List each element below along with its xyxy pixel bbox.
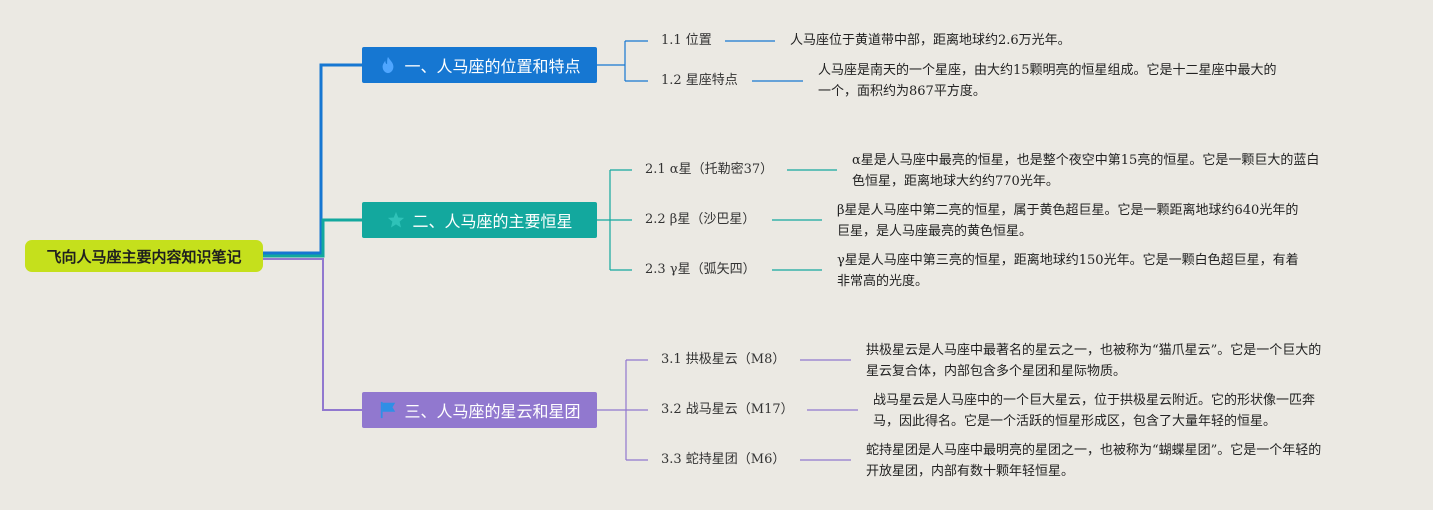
description-line: 蛇持星团是人马座中最明亮的星团之一，也被称为“蝴蝶星团”。它是一个年轻的 [866,443,1322,458]
description-line: 开放星团，内部有数十颗年轻恒星。 [866,464,1075,479]
description-line: 色恒星，距离地球大约约770光年。 [852,174,1059,189]
description-line: 一个，面积约为867平方度。 [818,84,986,99]
description-3-1[interactable]: 拱极星云是人马座中最著名的星云之一，也被称为“猫爪星云”。它是一个巨大的 星云复… [866,340,1426,382]
description-line: 人马座是南天的一个星座，由大约15颗明亮的恒星组成。它是十二星座中最大的 [818,63,1277,78]
description-line: 星云复合体，内部包含多个星团和星际物质。 [866,364,1127,379]
description-1-2[interactable]: 人马座是南天的一个星座，由大约15颗明亮的恒星组成。它是十二星座中最大的 一个，… [818,60,1378,102]
description-2-2[interactable]: β星是人马座中第二亮的恒星，属于黄色超巨星。它是一颗距离地球约640光年的 巨星… [837,200,1397,242]
subtopic-1-2[interactable]: 1.2 星座特点 [661,73,738,88]
branch-topic-3[interactable]: 三、人马座的星云和星团 [362,392,597,428]
description-line: 人马座位于黄道带中部，距离地球约2.6万光年。 [790,33,1071,48]
description-2-3[interactable]: γ星是人马座中第三亮的恒星，距离地球约150光年。它是一颗白色超巨星，有着 非常… [837,250,1397,292]
description-line: 巨星，是人马座最亮的黄色恒星。 [837,224,1033,239]
description-line: 拱极星云是人马座中最著名的星云之一，也被称为“猫爪星云”。它是一个巨大的 [866,343,1322,358]
root-topic[interactable]: 飞向人马座主要内容知识笔记 [25,240,263,272]
description-line: 战马星云是人马座中的一个巨大星云，位于拱极星云附近。它的形状像一匹奔 [873,393,1316,408]
description-line: 马，因此得名。它是一个活跃的恒星形成区，包含了大量年轻的恒星。 [873,414,1277,429]
branch-3-bracket [597,359,648,461]
subtopic-2-2[interactable]: 2.2 β星（沙巴星） [645,212,756,227]
branch-2-bracket [597,169,632,271]
subtopic-2-1[interactable]: 2.1 α星（托勒密37） [645,162,774,177]
description-2-1[interactable]: α星是人马座中最亮的恒星，也是整个夜空中第15亮的恒星。它是一颗巨大的蓝白 色恒… [852,150,1412,192]
description-line: β星是人马座中第二亮的恒星，属于黄色超巨星。它是一颗距离地球约640光年的 [837,203,1299,218]
subtopic-2-3[interactable]: 2.3 γ星（弧矢四） [645,262,756,277]
description-3-2[interactable]: 战马星云是人马座中的一个巨大星云，位于拱极星云附近。它的形状像一匹奔 马，因此得… [873,390,1433,432]
flag-icon [378,400,398,420]
subtopic-3-3[interactable]: 3.3 蛇持星团（M6） [661,452,786,467]
description-line: 非常高的光度。 [837,274,929,289]
subtopic-3-1[interactable]: 3.1 拱极星云（M8） [661,352,786,367]
branch-topic-2[interactable]: 二、人马座的主要恒星 [362,202,597,238]
root-topic-label: 飞向人马座主要内容知识笔记 [46,247,242,266]
description-line: γ星是人马座中第三亮的恒星，距离地球约150光年。它是一颗白色超巨星，有着 [837,253,1299,268]
star-icon [386,210,406,230]
branch-topic-1-label: 一、人马座的位置和特点 [404,57,581,76]
branch-topic-1[interactable]: 一、人马座的位置和特点 [362,47,597,83]
branch-1-bracket [597,40,648,82]
subtopic-1-1[interactable]: 1.1 位置 [661,33,712,48]
root-connector-3 [263,258,362,411]
branch-topic-3-label: 三、人马座的星云和星团 [404,402,581,421]
description-line: α星是人马座中最亮的恒星，也是整个夜空中第15亮的恒星。它是一颗巨大的蓝白 [852,153,1320,168]
fire-icon [378,55,398,75]
subtopic-3-2[interactable]: 3.2 战马星云（M17） [661,402,794,417]
branch-topic-2-label: 二、人马座的主要恒星 [412,212,573,231]
description-3-3[interactable]: 蛇持星团是人马座中最明亮的星团之一，也被称为“蝴蝶星团”。它是一个年轻的 开放星… [866,440,1426,482]
description-1-1[interactable]: 人马座位于黄道带中部，距离地球约2.6万光年。 [790,30,1350,51]
root-connector-1 [263,63,362,255]
root-connector-2 [263,218,362,258]
